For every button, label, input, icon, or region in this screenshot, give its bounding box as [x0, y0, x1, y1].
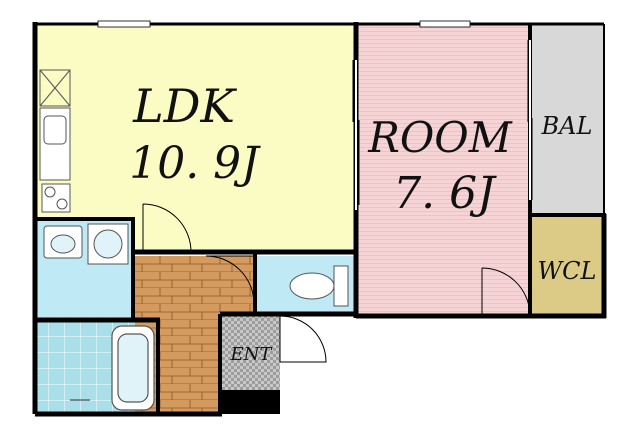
wcl-area [532, 216, 604, 316]
ldk-area [35, 24, 356, 254]
ldk-size: 10. 9J [129, 138, 261, 189]
kitchen-fixtures [39, 69, 71, 213]
toilet-fixture [289, 265, 349, 307]
ent-label: ENT [230, 344, 274, 365]
room-size: 7. 6J [393, 168, 497, 219]
room-label: ROOM [367, 113, 512, 162]
room-area [358, 24, 530, 314]
window-ldk [97, 20, 151, 28]
door-swings [142, 203, 531, 363]
entrance-floor [222, 316, 280, 390]
bathtub-fixture [70, 325, 155, 411]
window-room [419, 20, 471, 28]
bal-label: BAL [541, 112, 593, 140]
ldk-label: LDK [132, 79, 237, 133]
washroom-fixtures [43, 223, 129, 265]
entrance-step [220, 390, 280, 414]
balcony-area [532, 24, 604, 214]
wcl-label: WCL [538, 257, 597, 285]
